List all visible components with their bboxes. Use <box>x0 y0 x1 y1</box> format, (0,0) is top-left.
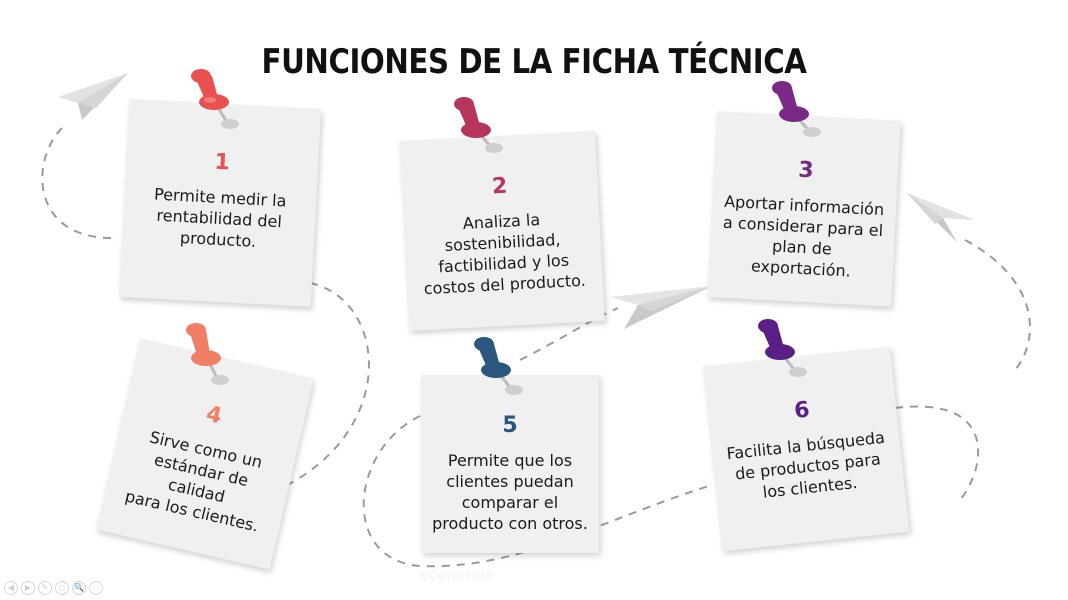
card-text-line: clientes puedan <box>446 472 574 491</box>
card-text: Permite que los clientes puedan comparar… <box>422 450 598 534</box>
card-text-line: Permite que los <box>447 451 573 470</box>
card-number: 4 <box>203 401 225 430</box>
card-text-line: plan de exportación. <box>750 236 852 281</box>
card-text: Sirve como un estándar de calidad para l… <box>103 419 295 541</box>
pushpin-icon <box>191 69 239 129</box>
zoom-icon[interactable]: 🔍 <box>72 581 86 595</box>
pushpin-icon <box>474 337 523 395</box>
pushpin-icon <box>772 81 821 137</box>
card-text: Aportar información a considerar para el… <box>708 190 896 284</box>
card-number: 2 <box>491 173 508 200</box>
card-number: 3 <box>797 157 815 184</box>
pen-icon[interactable]: ✎ <box>38 581 52 595</box>
more-options-icon[interactable]: ⋯ <box>89 581 103 595</box>
slides-grid-icon[interactable]: ▢ <box>55 581 69 595</box>
pushpin-icon <box>758 319 807 377</box>
slideshow-controls: ◀ ▶ ✎ ▢ 🔍 ⋯ <box>4 581 103 595</box>
card-text: Permite medir la rentabilidad del produc… <box>141 183 296 254</box>
paper-plane-icon <box>58 73 128 120</box>
card-5: 5 Permite que los clientes puedan compar… <box>421 375 599 553</box>
card-text-line: producto con otros. <box>432 514 588 533</box>
paper-plane-icon <box>907 193 975 242</box>
page-title: FUNCIONES DE LA FICHA TÉCNICA <box>261 42 807 82</box>
prev-slide-icon[interactable]: ◀ <box>4 581 18 595</box>
next-slide-icon[interactable]: ▶ <box>21 581 35 595</box>
card-text-line: comparar el <box>461 493 559 512</box>
pushpin-icon <box>186 323 229 385</box>
card-number: 1 <box>213 149 231 176</box>
watermark-text: economía <box>420 566 494 584</box>
card-number: 6 <box>793 397 811 424</box>
card-number: 5 <box>502 413 518 438</box>
paper-plane-icon <box>610 286 712 329</box>
card-text: Facilita la búsqueda de productos para l… <box>716 426 901 507</box>
card-text: Analiza la sostenibilidad, factibilidad … <box>410 206 596 299</box>
pushpin-icon <box>454 97 503 153</box>
